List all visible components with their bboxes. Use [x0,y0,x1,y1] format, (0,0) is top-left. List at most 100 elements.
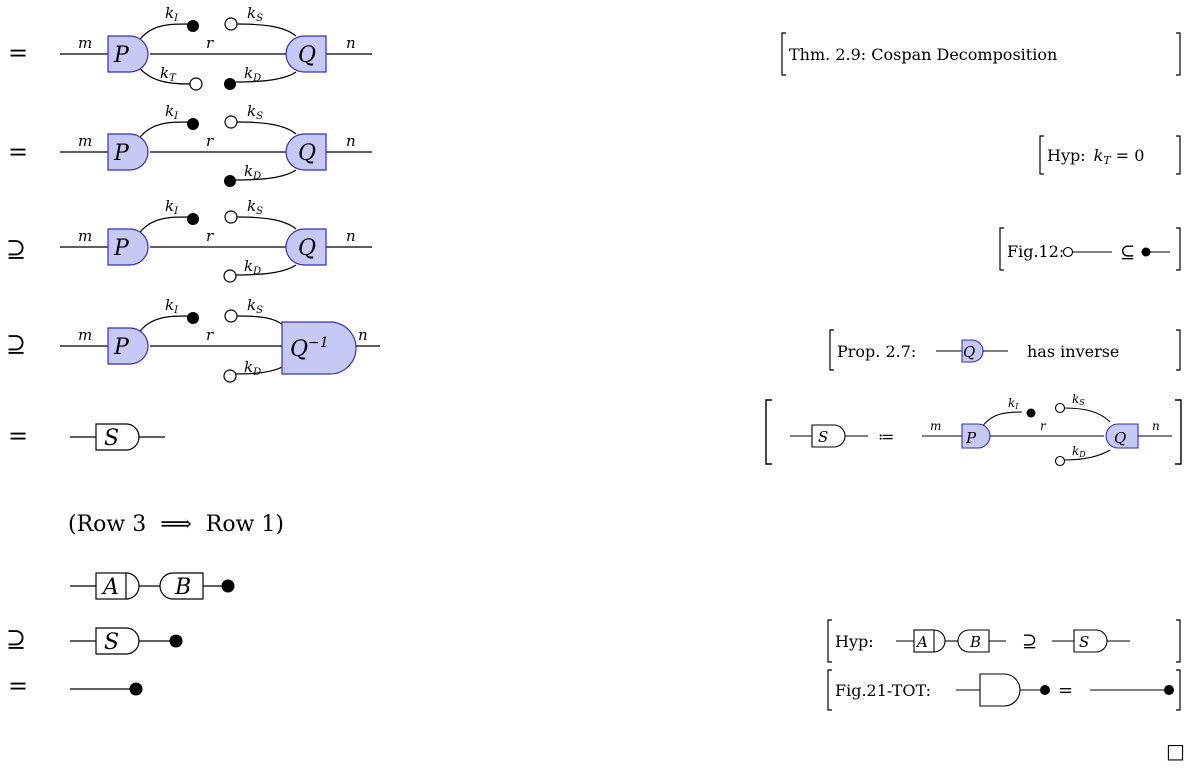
filled-dot-icon [1164,685,1174,695]
p-box [107,327,149,365]
row-5: = S S ≔ P Q m n r kI kS kD [8,392,1182,467]
kS-label: kS [247,296,263,316]
q-inverse-box [281,321,357,375]
wire-r-label: r [206,227,214,245]
filled-dot [169,634,183,648]
wire-n-label: n [346,227,356,245]
blank-box-icon [979,673,1021,707]
row-3-relation: ⊇ [6,235,26,263]
q-inverse-label: Q−1 [290,335,329,362]
p-box [107,133,149,171]
hollow-dot [224,309,238,323]
row-3: ⊇ P Q m n r kI kS kD Fig.12: ⊆ [6,197,1181,283]
defined-as-symbol: ≔ [878,427,895,446]
p-label: P [113,236,130,261]
s-box-icon [811,424,846,448]
kI-label: kI [165,4,179,24]
wire-r-label: r [206,326,214,344]
hollow-dot [1054,402,1066,414]
s-label: S [104,426,119,451]
row-8: = Fig.21-TOT: = [8,669,1181,711]
row-6: A B [70,572,235,600]
wire-n-label: n [1152,419,1160,433]
wire-r-label: r [206,34,214,52]
case-heading-text: (Row 3⟹Row 1) [68,512,284,537]
row-7: ⊇ S Hyp: A B ⊇ S [6,619,1181,663]
kS-label: kS [1072,392,1085,407]
row-2-justification: Hyp:kT = 0 [1047,146,1144,167]
hollow-dot [223,269,237,283]
s-icon-label: S [818,428,828,446]
filled-dot-icon [1040,685,1050,695]
a-icon-label: A [915,633,928,651]
s-box [95,423,140,451]
kT-label: kT [160,64,177,84]
wire-n-label: n [358,326,368,344]
wire-m-label: m [930,419,941,433]
p-label: P [113,335,130,360]
filled-dot [129,682,143,696]
row-7-relation: ⊇ [6,625,26,653]
row-4-justification-prefix: Prop. 2.7: [837,342,916,361]
row-3-justification: Fig.12: [1007,242,1064,261]
row-1-relation: = [8,39,28,67]
a-label: A [101,575,119,600]
row-4-relation: ⊇ [6,330,26,358]
q-box-icon [961,339,984,363]
q-box-small [1105,423,1139,449]
row-1-justification: Thm. 2.9: Cospan Decomposition [789,45,1057,64]
a-box-icon [913,629,935,653]
q-small-label: Q [1114,429,1126,447]
kD-label: kD [244,358,261,378]
p-box [107,35,149,73]
s-box-icon [1073,629,1108,653]
hollow-dot [189,77,203,91]
hollow-dot-icon [1062,246,1074,258]
kI-label: kI [165,296,179,316]
hollow-dot [223,369,237,383]
a-box [95,572,127,600]
filled-dot [1026,408,1036,418]
wire-m-label: m [78,227,92,245]
filled-dot [224,78,236,90]
wire-m-label: m [78,326,92,344]
row-5-relation: = [8,422,28,450]
kS-label: kS [247,197,263,217]
p-label: P [113,43,130,68]
row-4: ⊇ P Q−1 m n r kI kS kD Prop. 2.7: Q has … [6,296,1181,383]
row-8-relation: = [8,672,28,700]
equals-symbol: = [1058,680,1073,701]
kI-label: kI [165,197,179,217]
case-heading: (Row 3⟹Row 1) [68,512,284,537]
row-7-justification: Hyp: [835,632,874,651]
p-box-small [961,423,991,449]
s-box [95,627,140,655]
wire-r-label: r [1040,419,1047,433]
kD-label: kD [1072,444,1086,459]
row-4-justification-suffix: has inverse [1027,342,1119,361]
q-label: Q [298,43,316,68]
filled-dot [187,118,199,130]
q-box [285,228,327,266]
q-box [285,35,327,73]
kI-label: kI [165,102,179,122]
q-label: Q [298,236,316,261]
wire-n-label: n [346,132,356,150]
p-label: P [113,141,130,166]
b-icon-label: B [969,633,981,651]
s-icon-label: S [1079,633,1089,651]
filled-dot [224,175,236,187]
kD-label: kD [244,162,261,182]
supset-eq-symbol: ⊇ [1022,631,1037,652]
row-8-justification: Fig.21-TOT: [835,681,931,700]
wire-m-label: m [78,132,92,150]
kS-label: kS [247,102,263,122]
kS-label: kS [247,4,263,24]
hollow-dot [224,115,238,129]
row-1: = P Q m n r kI kS kT kD Thm. 2.9: Cospan… [8,4,1181,91]
subset-eq-symbol: ⊆ [1120,242,1135,263]
hollow-dot [224,210,238,224]
wire-n-label: n [346,34,356,52]
b-box [159,572,204,600]
